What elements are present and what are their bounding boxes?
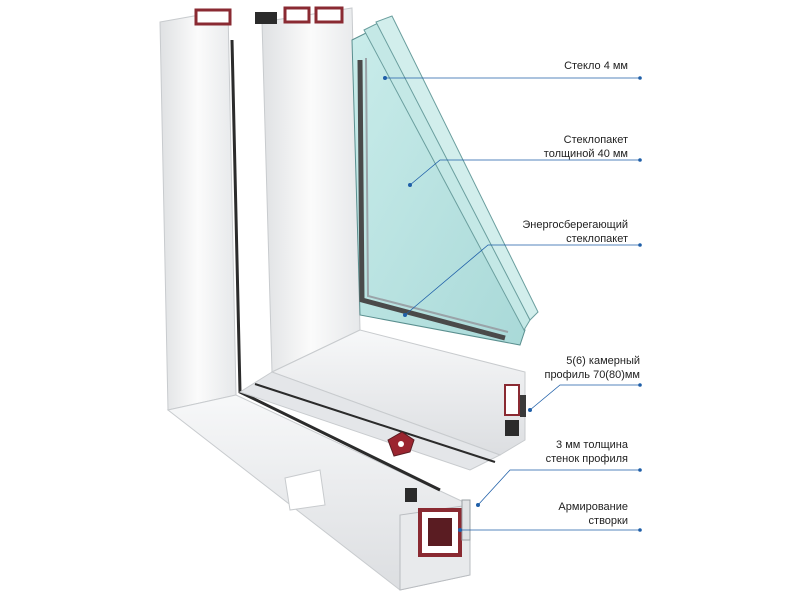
leader-end-dot bbox=[638, 76, 642, 80]
callout-line: стенок профиля bbox=[545, 453, 628, 465]
leader-start-dot bbox=[458, 528, 462, 532]
leader-chamber-profile bbox=[529, 384, 640, 411]
leader-lines bbox=[383, 76, 642, 532]
leader-double-glazing bbox=[409, 159, 640, 186]
leader-start-dot bbox=[528, 408, 532, 412]
leader-end-dot bbox=[638, 383, 642, 387]
sash bbox=[238, 7, 526, 511]
callout-glass-4mm: Стекло 4 мм bbox=[564, 59, 628, 73]
leader-start-dot bbox=[383, 76, 387, 80]
leader-start-dot bbox=[403, 313, 407, 317]
callout-energy-saving: Энергосберегающий стеклопакет bbox=[522, 218, 628, 246]
leader-start-dot bbox=[408, 183, 412, 187]
leader-end-dot bbox=[638, 158, 642, 162]
callout-reinforcement: Армирование створки bbox=[558, 500, 628, 528]
top-cross-section bbox=[194, 6, 344, 26]
callout-line: Стекло 4 мм bbox=[564, 60, 628, 72]
callout-line: профиль 70(80)мм bbox=[544, 369, 640, 381]
sash-cross-section bbox=[504, 384, 526, 436]
leader-end-dot bbox=[638, 468, 642, 472]
callout-line: Стеклопакет bbox=[563, 134, 628, 146]
callout-chamber-profile: 5(6) камерный профиль 70(80)мм bbox=[544, 354, 640, 382]
leader-start-dot bbox=[476, 503, 480, 507]
callout-line: Армирование bbox=[558, 501, 628, 513]
callout-line: 3 мм толщина bbox=[556, 439, 628, 451]
callout-line: створки bbox=[588, 515, 628, 527]
glass-unit bbox=[351, 15, 539, 346]
callout-line: толщиной 40 мм bbox=[543, 148, 628, 160]
leader-end-dot bbox=[638, 528, 642, 532]
callout-line: стеклопакет bbox=[566, 233, 628, 245]
leader-wall-thickness bbox=[477, 469, 640, 506]
hinge-clip bbox=[387, 431, 415, 457]
callout-line: Энергосберегающий bbox=[522, 219, 628, 231]
callout-double-glazing: Стеклопакет толщиной 40 мм bbox=[544, 133, 628, 161]
callout-line: 5(6) камерный bbox=[566, 355, 640, 367]
leader-energy-saving bbox=[404, 244, 640, 316]
callout-wall-thickness: 3 мм толщина стенок профиля bbox=[546, 438, 628, 466]
frame-cross-section bbox=[405, 488, 471, 557]
leader-end-dot bbox=[638, 243, 642, 247]
